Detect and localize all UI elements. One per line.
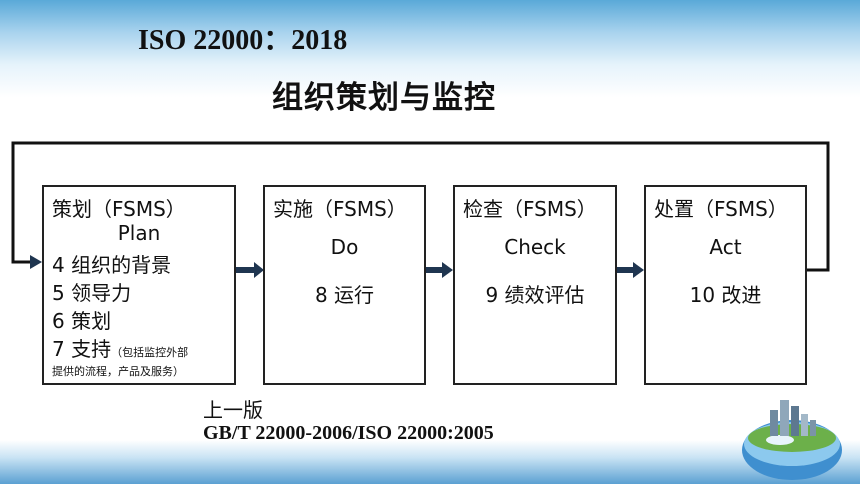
header-gradient — [0, 0, 860, 130]
do-subtitle: Do — [330, 235, 359, 259]
plan-subtitle: Plan — [117, 221, 161, 245]
plan-support-note-continued: 提供的流程，产品及服务） — [52, 365, 184, 378]
plan-support-label: 7 支持 — [52, 337, 112, 361]
plan-item-support: 7 支持（包括监控外部 — [52, 333, 188, 362]
previous-standard: GB/T 22000-2006/ISO 22000:2005 — [203, 422, 494, 444]
previous-version-label: 上一版 — [203, 398, 263, 422]
do-header: 实施（FSMS） — [273, 197, 407, 221]
act-header: 处置（FSMS） — [654, 197, 788, 221]
arrow-check-to-act — [617, 262, 644, 278]
feedback-loop-line — [11, 141, 830, 272]
arrow-plan-to-do — [236, 262, 264, 278]
check-box: 检查（FSMS） Check 9 绩效评估 — [453, 185, 617, 385]
act-item: 10 改进 — [689, 283, 762, 307]
arrow-do-to-check — [426, 262, 453, 278]
plan-item: 6 策划 — [52, 309, 112, 333]
globe-city-icon — [742, 400, 842, 480]
do-item: 8 运行 — [314, 283, 375, 307]
plan-item: 4 组织的背景 — [52, 253, 172, 277]
do-box: 实施（FSMS） Do 8 运行 — [263, 185, 426, 385]
plan-item: 5 领导力 — [52, 281, 132, 305]
plan-box: 策划（FSMS） Plan 4 组织的背景 5 领导力 6 策划 7 支持（包括… — [42, 185, 236, 385]
feedback-loop-arrowhead — [30, 255, 42, 269]
plan-support-note: （包括监控外部 — [111, 346, 189, 359]
act-box: 处置（FSMS） Act 10 改进 — [644, 185, 807, 385]
footer-gradient — [0, 440, 860, 484]
standard-title: ISO 22000：2018 — [138, 25, 348, 56]
check-header: 检查（FSMS） — [463, 197, 597, 221]
check-item: 9 绩效评估 — [485, 283, 585, 307]
check-subtitle: Check — [504, 235, 566, 259]
plan-header: 策划（FSMS） — [52, 197, 186, 221]
act-subtitle: Act — [709, 235, 742, 259]
page-title: 组织策划与监控 — [272, 80, 496, 116]
